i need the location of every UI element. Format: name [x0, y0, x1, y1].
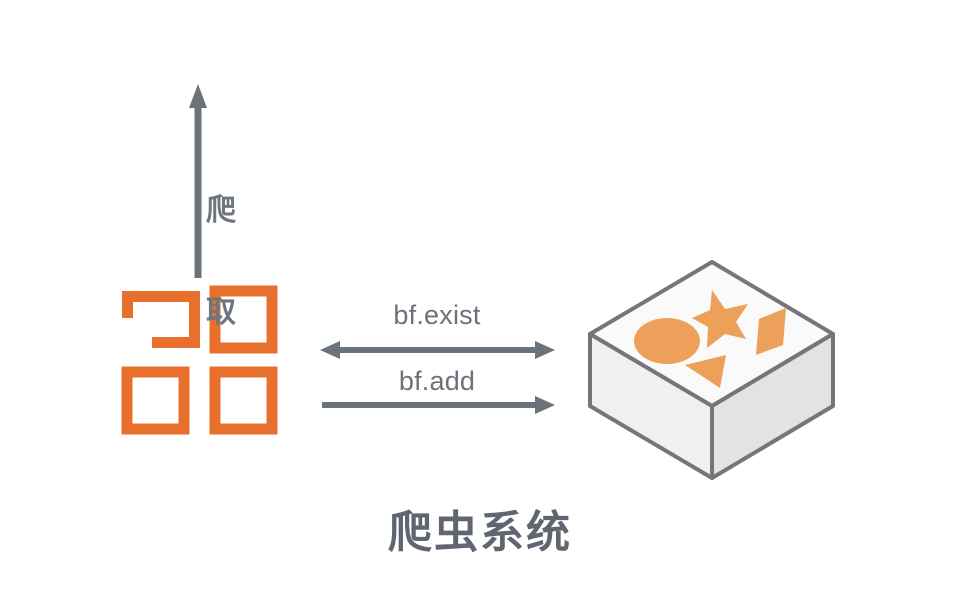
diagram-title: 爬虫系统: [388, 508, 572, 557]
box-shape-rhombus: [756, 308, 786, 355]
grid-cell-top-left-left-stub: [122, 291, 133, 318]
bf-exist-label: bf.exist: [393, 300, 481, 330]
bf-exist-arrow: [320, 341, 555, 359]
grid-cell-top-left-bottom-edge: [152, 337, 200, 348]
crawl-arrow-head: [189, 84, 207, 108]
grid-cell-bottom-right: [209, 366, 278, 435]
grid-cell-bottom-left: [121, 366, 190, 435]
crawl-arrow-label-char-2: 取: [206, 296, 236, 329]
grid-cell-top-left-right-edge: [189, 291, 200, 348]
box-shape-ellipse: [634, 318, 700, 364]
crawl-arrow-label-char-1: 爬: [206, 194, 236, 227]
box-shape-triangle: [685, 355, 726, 388]
bloom-filter-box: [588, 260, 835, 480]
bf-exist-arrow-head-right: [535, 341, 555, 359]
bf-add-label: bf.add: [398, 366, 476, 396]
box-right-face: [710, 332, 835, 480]
bf-exist-arrow-head-left: [320, 341, 340, 359]
grid-cell-top-left: [122, 291, 200, 348]
bf-add-arrow-head-right: [535, 396, 555, 414]
bf-add-arrow: [322, 396, 555, 414]
crawl-arrow: [189, 84, 207, 278]
box-shape-star: [692, 290, 748, 348]
grid-cell-top-left-top-edge: [122, 291, 200, 302]
crawl-arrow-label: 爬 取: [206, 126, 242, 398]
grid-cell-top-right: [209, 285, 278, 354]
crawler-grid-icon: [121, 285, 278, 435]
